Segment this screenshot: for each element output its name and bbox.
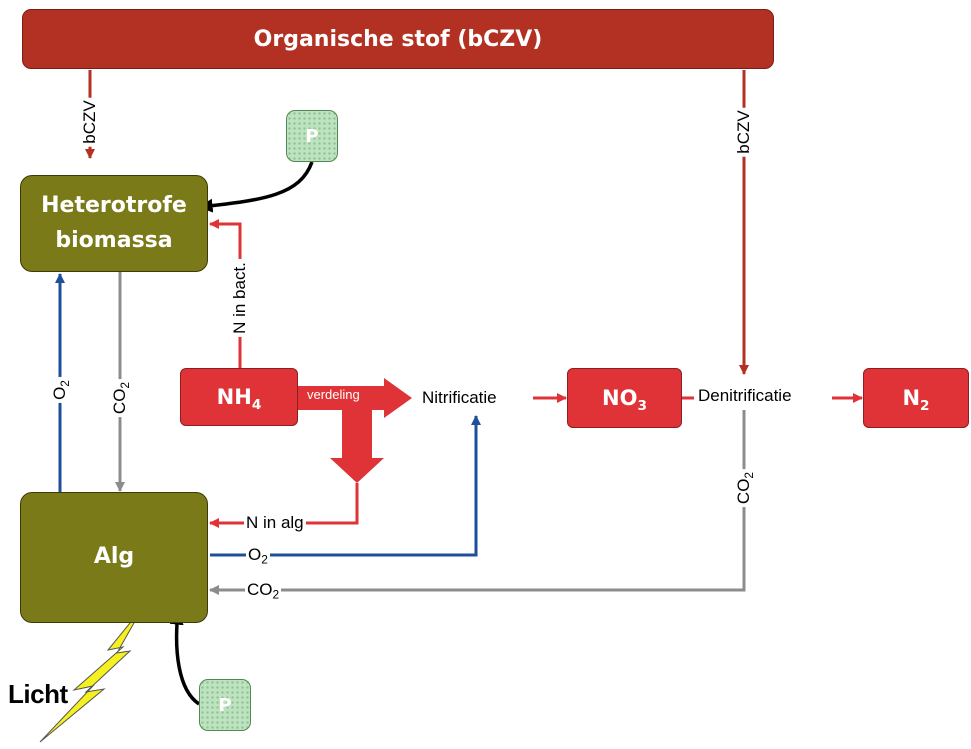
organische-stof-banner: Organische stof (bCZV): [22, 9, 774, 69]
nh4-box: NH4: [180, 368, 298, 426]
n-in-bact-label: N in bact.: [230, 259, 250, 337]
o2-horizontal-label: O2: [246, 545, 270, 567]
o2-vertical-label: O2: [50, 377, 72, 403]
no3-box: NO3: [567, 368, 682, 428]
alg-label: Alg: [93, 544, 135, 570]
bczv-label-right: bCZV: [734, 107, 754, 157]
co2-right-vertical-label: CO2: [734, 468, 756, 508]
n-in-alg-label: N in alg: [244, 513, 306, 533]
phosphorus-top-label: P: [305, 125, 319, 147]
verdeling-arrow: [298, 378, 412, 483]
n2-box: N2: [863, 368, 969, 428]
verdeling-label: verdeling: [307, 387, 360, 402]
nh4-label: NH4: [216, 385, 262, 413]
p-bottom-arrow: [169, 610, 201, 706]
p-top-arrow: [198, 161, 314, 213]
alg-box: Alg: [20, 492, 208, 623]
heterotrofe-biomassa-box: Heterotrofe biomassa: [20, 175, 208, 272]
lightning-icon: [39, 606, 144, 743]
denitrificatie-label: Denitrificatie: [696, 386, 794, 406]
no3-label: NO3: [602, 386, 647, 414]
phosphorus-top-box: P: [286, 110, 338, 162]
phosphorus-bottom-box: P: [199, 679, 251, 731]
bczv-label-left: bCZV: [80, 97, 100, 147]
co2-vertical-label: CO2: [110, 378, 132, 418]
heterotrofe-label-line1: Heterotrofe: [41, 193, 187, 219]
organische-stof-label: Organische stof (bCZV): [253, 26, 543, 52]
nitrificatie-label: Nitrificatie: [420, 388, 499, 408]
co2-horizontal-label: CO2: [245, 580, 282, 602]
n2-label: N2: [902, 386, 930, 414]
licht-label: Licht: [8, 679, 68, 709]
o2-arrow-to-nitrificatie: [210, 415, 481, 557]
heterotrofe-label-line2: biomassa: [55, 227, 173, 253]
phosphorus-bottom-label: P: [218, 694, 232, 716]
